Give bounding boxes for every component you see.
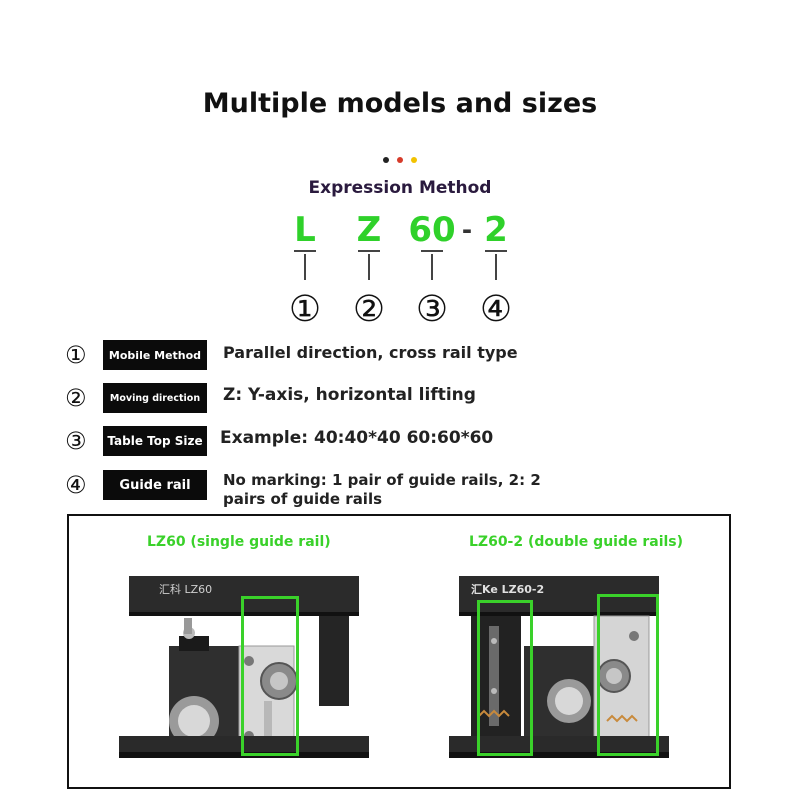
rail-highlight-right	[597, 594, 659, 756]
row-description: No marking: 1 pair of guide rails, 2: 2 …	[223, 471, 541, 508]
code-part-3: 60 ③	[402, 210, 462, 332]
code-part-4: 2 ④	[466, 210, 526, 332]
row-number: ①	[65, 341, 87, 369]
code-part-2: Z ②	[339, 210, 399, 332]
connector-bar	[358, 250, 380, 252]
caption-lz60: LZ60 (single guide rail)	[147, 534, 331, 550]
circled-number-2: ②	[352, 289, 386, 330]
code-part-1: L ①	[275, 210, 335, 332]
badge-mobile-method: Mobile Method	[103, 340, 207, 370]
badge-guide-rail: Guide rail	[103, 470, 207, 500]
code-letter-l: L	[294, 210, 316, 250]
dot-yellow	[411, 157, 417, 163]
rail-highlight-left	[477, 600, 533, 756]
row-description: Example: 40:40*40 60:60*60	[220, 428, 494, 448]
dot-red	[397, 157, 403, 163]
row-description: Parallel direction, cross rail type	[223, 343, 518, 362]
circled-number-1: ①	[288, 289, 322, 330]
engraving-lz60-2: 汇Ke LZ60-2	[471, 583, 544, 596]
product-comparison-panel: LZ60 (single guide rail) LZ60-2 (double …	[67, 514, 731, 789]
single-rail-highlight	[241, 596, 299, 756]
code-dash: -	[462, 213, 472, 246]
connector-bar	[421, 250, 443, 252]
code-rail-2: 2	[484, 210, 508, 250]
connector-bar	[294, 250, 316, 252]
lz60-stage-image: 汇科 LZ60	[119, 576, 369, 758]
code-size-60: 60	[408, 210, 456, 250]
caption-lz60-2: LZ60-2 (double guide rails)	[469, 534, 684, 550]
circled-number-3: ③	[415, 289, 449, 330]
decorative-dots	[0, 157, 800, 163]
connector-stem	[495, 254, 497, 280]
row-description: Z: Y-axis, horizontal lifting	[223, 385, 476, 405]
connector-stem	[368, 254, 370, 280]
connector-stem	[431, 254, 433, 280]
connector-stem	[304, 254, 306, 280]
connector-bar	[485, 250, 507, 252]
row-number: ②	[65, 384, 87, 412]
page-title: Multiple models and sizes	[202, 88, 598, 119]
section-subtitle: Expression Method	[308, 178, 492, 198]
badge-moving-direction: Moving direction	[103, 383, 207, 413]
code-letter-z: Z	[356, 210, 382, 250]
dot-black	[383, 157, 389, 163]
row-number: ③	[65, 427, 87, 455]
row-number: ④	[65, 471, 87, 499]
badge-table-top-size: Table Top Size	[103, 426, 207, 456]
engraving-lz60: 汇科 LZ60	[159, 582, 212, 596]
circled-number-4: ④	[479, 289, 513, 330]
